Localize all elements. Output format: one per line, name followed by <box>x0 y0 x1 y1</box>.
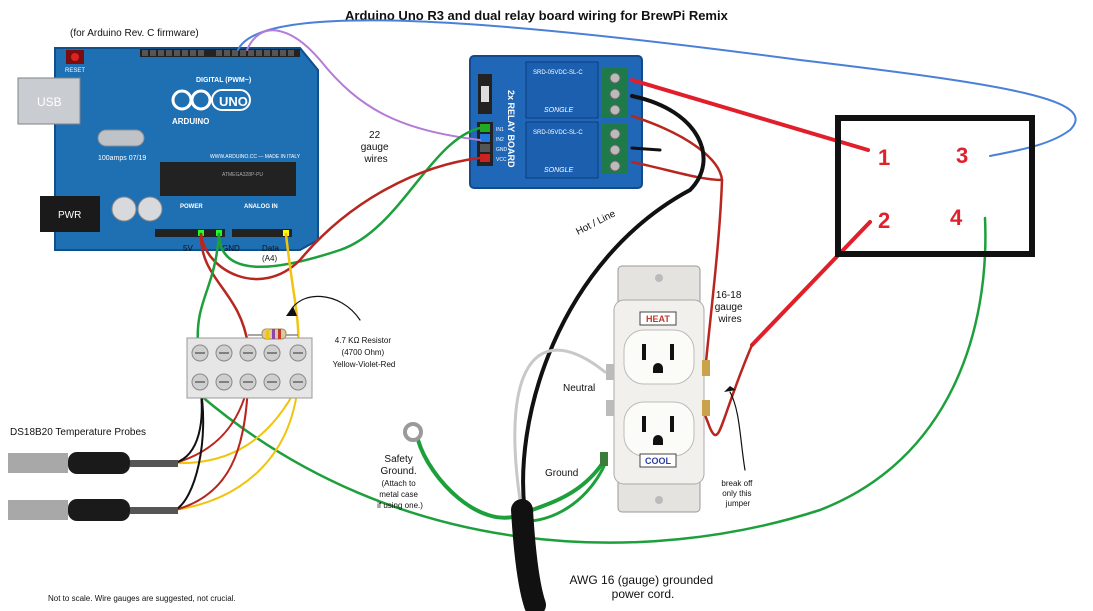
resistor-label: 4.7 KΩ Resistor (4700 Ohm) Yellow-Violet… <box>333 336 396 369</box>
wire-yellow-data <box>284 232 300 347</box>
resistor <box>248 328 298 340</box>
analog-header <box>232 229 292 237</box>
wire-green-22 <box>217 126 482 268</box>
website-label: WWW.ARDUINO.CC — MADE IN ITALY <box>210 154 301 160</box>
temperature-probe-1 <box>8 452 178 474</box>
wire-purple <box>246 29 481 141</box>
temperature-probe-2 <box>8 499 178 521</box>
heat-label-box <box>639 311 677 326</box>
pwr-label: PWR <box>58 210 81 221</box>
probes-label: DS18B20 Temperature Probes <box>10 427 146 438</box>
wire-red-22 <box>199 156 482 281</box>
digital-label: DIGITAL (PWM~) <box>196 77 251 84</box>
resistor-arrow <box>289 295 361 321</box>
power-jack <box>40 196 100 232</box>
reset-label: RESET <box>65 68 85 74</box>
terminal-4-label: 4 <box>950 205 963 230</box>
crystal-label: 100amps 07/19 <box>98 155 146 162</box>
control-terminal-box <box>835 115 1035 257</box>
crystal <box>97 129 145 147</box>
hot-line-label: Hot / Line <box>574 208 618 237</box>
relay-board-label: 2x RELAY BOARD <box>506 90 516 168</box>
wire-green-gnd <box>196 232 221 347</box>
pin-data-sub-label: (A4) <box>262 254 277 263</box>
relay-in1-label: IN1 <box>496 127 504 133</box>
relay-brand-2: SONGLE <box>544 167 574 174</box>
pin-5v-label: 5V <box>183 244 193 253</box>
usb-port <box>17 77 81 125</box>
probe-2-wire-black <box>174 384 205 511</box>
wire-red-terminal-2 <box>750 220 872 347</box>
wire-red-relay-2 <box>630 160 724 182</box>
terminal-1-label: 1 <box>878 145 890 170</box>
relay-vcc-label: VCC <box>496 157 507 163</box>
firmware-note: (for Arduino Rev. C firmware) <box>70 28 199 39</box>
duplex-outlet: HEAT COOL <box>600 265 710 513</box>
cool-label: COOL <box>645 456 672 466</box>
jumper-arrow <box>729 391 746 471</box>
safety-ground-ring-icon <box>403 422 423 442</box>
safety-ground-label: Safety Ground. (Attach to metal case if … <box>377 454 423 510</box>
power-header <box>155 229 225 237</box>
footnote: Not to scale. Wire gauges are suggested,… <box>48 594 236 603</box>
terminal-3-label: 3 <box>956 143 968 168</box>
chip-label: ATMEGA328P-PU <box>222 172 263 178</box>
relay-1 <box>525 61 599 119</box>
wires-16-label: 16-18 gauge wires <box>715 290 746 325</box>
wire-red-terminal-1 <box>630 78 870 152</box>
neutral-label: Neutral <box>563 383 595 394</box>
analog-label: ANALOG IN <box>244 204 278 210</box>
screw-terminal-block <box>186 337 313 399</box>
relay-in2-label: IN2 <box>496 137 504 143</box>
heat-label: HEAT <box>646 314 670 324</box>
pin-gnd-label: GND <box>222 244 240 253</box>
arduino-logo-icon <box>171 89 251 111</box>
power-cord-label: AWG 16 (gauge) grounded power cord. <box>570 573 717 601</box>
diagram-title: Arduino Uno R3 and dual relay board wiri… <box>345 8 729 23</box>
probe-2-wire-yellow <box>174 384 299 511</box>
atmega-chip <box>160 162 296 196</box>
logo-text: UNO <box>219 94 248 109</box>
probe-1-wire-yellow <box>174 384 299 465</box>
power-cord <box>511 499 546 611</box>
ground-label: Ground <box>545 468 578 479</box>
relay-gnd-label: GND <box>496 147 508 153</box>
wire-green-terminal-4 <box>198 216 987 544</box>
brand-text: ARDUINO <box>172 117 209 126</box>
wire-red-5v <box>199 232 250 347</box>
wires-22-label: 22 gauge wires <box>361 130 392 165</box>
terminal-2-label: 2 <box>878 208 890 233</box>
wire-blue <box>237 19 1077 157</box>
break-off-label: break off only this jumper <box>721 479 754 508</box>
cool-label-box <box>639 453 677 468</box>
pin-data-label: Data <box>262 244 279 253</box>
probe-2-wire-red <box>174 384 249 511</box>
relay-2 <box>525 121 599 179</box>
power-label: POWER <box>180 204 203 210</box>
wire-black-relay-2 <box>630 146 662 152</box>
relay-board: SONGLE SONGLE SRD-05VDC-SL-C SRD-05VDC-S… <box>469 55 643 189</box>
relay-brand-1: SONGLE <box>544 107 574 114</box>
wire-gray-neutral <box>513 348 607 502</box>
relay-model-2: SRD-05VDC-SL-C <box>533 130 583 136</box>
arduino-board: USB PWR RESET DIGITAL (PWM~) UNO ARD <box>17 47 319 251</box>
wire-red-relay-out <box>630 114 724 364</box>
wire-black-hot <box>521 94 706 522</box>
usb-label: USB <box>37 95 62 109</box>
relay-model-1: SRD-05VDC-SL-C <box>533 70 583 76</box>
